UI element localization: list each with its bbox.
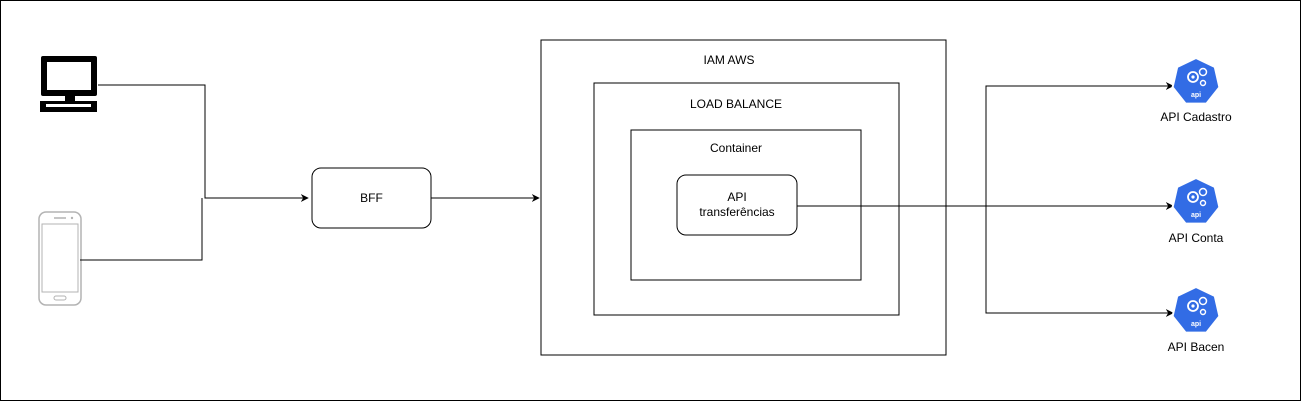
iam-aws-label: IAM AWS (704, 53, 755, 67)
api-transferencias-node[interactable] (676, 174, 798, 236)
svg-text:api: api (1191, 321, 1201, 328)
api-transferencias-line1: API (727, 190, 746, 204)
edge-desktop-to-bff (98, 84, 309, 202)
desktop-computer-icon (40, 56, 97, 112)
mobile-phone-icon (38, 211, 82, 306)
container-label: Container (710, 141, 762, 155)
edge-mobile-to-bff (80, 198, 203, 261)
api-bacen-label: API Bacen (1168, 340, 1225, 354)
svg-text:api: api (1191, 92, 1201, 99)
bff-label: BFF (360, 191, 383, 205)
api-bacen-icon[interactable]: api (1171, 285, 1221, 334)
edge-to-bacen (985, 206, 1174, 317)
edge-to-cadastro (985, 82, 1174, 206)
api-conta-label: API Conta (1169, 231, 1224, 245)
container-box[interactable] (630, 129, 862, 281)
load-balance-label: LOAD BALANCE (690, 97, 782, 111)
api-transferencias-line2: transferências (699, 205, 774, 219)
api-cadastro-icon[interactable]: api (1171, 56, 1221, 105)
api-conta-icon[interactable]: api (1171, 176, 1221, 225)
api-cadastro-label: API Cadastro (1160, 110, 1232, 124)
svg-text:api: api (1191, 212, 1201, 219)
